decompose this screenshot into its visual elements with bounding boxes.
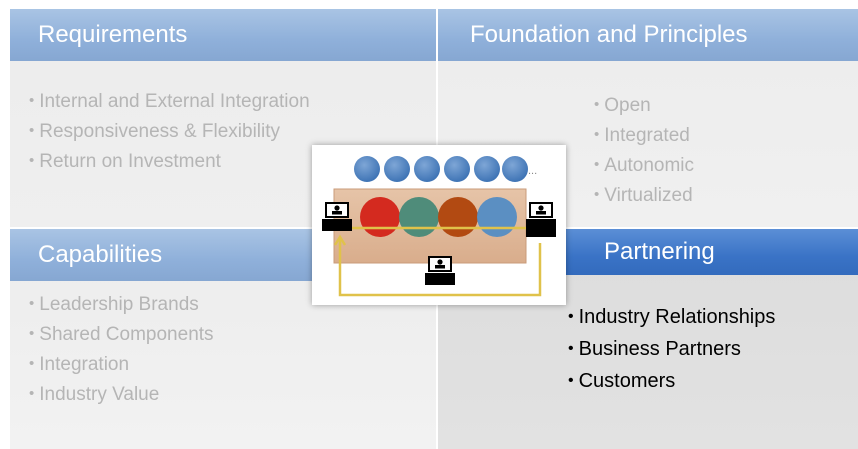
list-item: Leadership Brands bbox=[29, 290, 214, 320]
capabilities-quadrant: Capabilities Leadership Brands Shared Co… bbox=[10, 229, 436, 449]
center-diagram: ... bbox=[312, 145, 566, 305]
capabilities-list: Leadership Brands Shared Components Inte… bbox=[29, 290, 214, 410]
foundation-list: Open Integrated Autonomic Virtualized bbox=[594, 91, 694, 211]
requirements-quadrant: Requirements Internal and External Integ… bbox=[10, 9, 436, 227]
center-diagram-graphic: ... bbox=[322, 156, 556, 297]
flow-lines bbox=[333, 226, 542, 297]
list-item: Integration bbox=[29, 350, 214, 380]
person-icon-right bbox=[526, 202, 556, 237]
service-circle bbox=[502, 156, 528, 182]
partnering-list: Industry Relationships Business Partners… bbox=[568, 302, 776, 398]
top-circle-row: ... bbox=[354, 156, 537, 182]
list-item: Open bbox=[594, 91, 694, 121]
requirements-list: Internal and External Integration Respon… bbox=[29, 87, 310, 177]
list-item: Integrated bbox=[594, 121, 694, 151]
service-circle bbox=[474, 156, 500, 182]
foundation-header: Foundation and Principles bbox=[438, 9, 858, 61]
list-item: Industry Relationships bbox=[568, 302, 776, 334]
core-circle-orange bbox=[438, 197, 478, 237]
service-circle bbox=[384, 156, 410, 182]
requirements-header: Requirements bbox=[10, 9, 436, 61]
list-item: Responsiveness & Flexibility bbox=[29, 117, 310, 147]
core-circle-red bbox=[360, 197, 400, 237]
person-icon-bottom bbox=[425, 256, 455, 285]
service-circle bbox=[354, 156, 380, 182]
list-item: Business Partners bbox=[568, 334, 775, 366]
ellipsis-text: ... bbox=[528, 165, 537, 177]
service-circle bbox=[444, 156, 470, 182]
list-item: Customers bbox=[568, 366, 775, 398]
list-item: Autonomic bbox=[594, 151, 694, 181]
list-item: Industry Value bbox=[29, 380, 214, 410]
list-item: Return on Investment bbox=[29, 147, 310, 177]
list-item: Virtualized bbox=[594, 181, 694, 211]
service-circle bbox=[414, 156, 440, 182]
core-circle-teal bbox=[399, 197, 439, 237]
list-item: Shared Components bbox=[29, 320, 213, 350]
person-icon-left bbox=[322, 202, 352, 231]
list-item: Internal and External Integration bbox=[29, 87, 309, 117]
core-circle-blue bbox=[477, 197, 517, 237]
